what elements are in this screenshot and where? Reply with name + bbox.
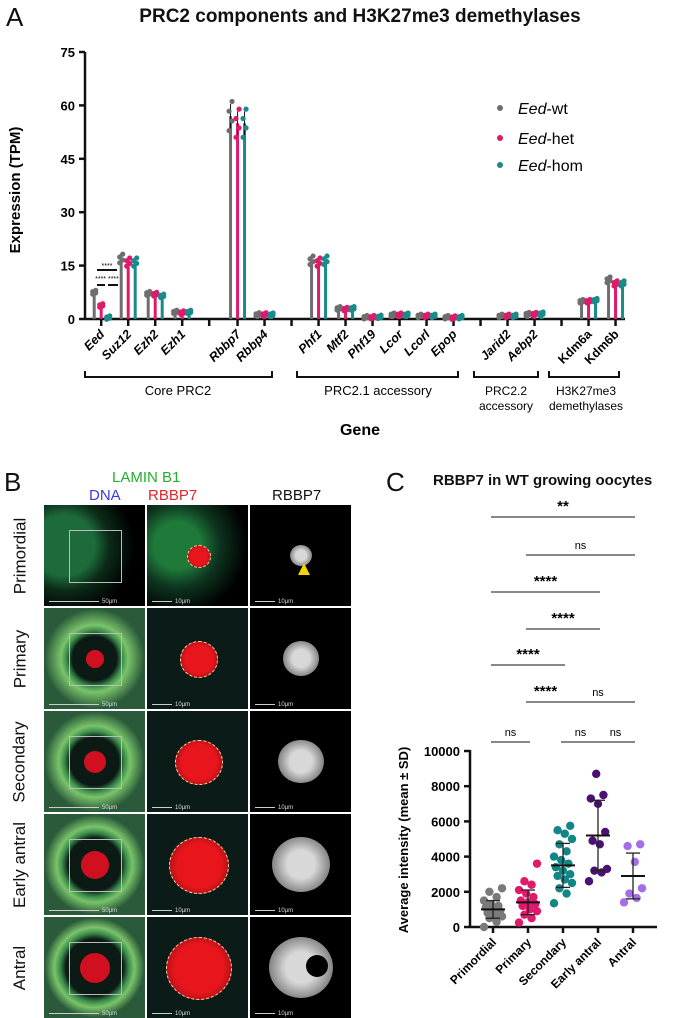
y-ticks: 0 15 30 45 60 75 <box>61 45 85 327</box>
merge-zoom-image: 10µm <box>147 505 248 606</box>
svg-text:****: **** <box>534 573 558 590</box>
row-label-early-antral: Early antral <box>10 821 30 908</box>
svg-text:60: 60 <box>61 98 75 113</box>
panel-c-chart: ** ns **** **** **** **** ns ns ns ns 0 2000 4000 60… <box>396 498 657 991</box>
svg-text:45: 45 <box>61 152 75 167</box>
rbbp7-gray-image: 10µm <box>250 711 351 812</box>
overview-image: 50µm <box>44 608 145 709</box>
svg-text:****: **** <box>516 646 540 663</box>
header-dna: DNA <box>89 487 121 504</box>
svg-text:Antral: Antral <box>605 935 639 969</box>
svg-text:****: **** <box>534 683 558 700</box>
x-tick-phf19: Phf19 <box>345 327 379 361</box>
legend-hom: Eed-hom <box>518 158 583 175</box>
svg-text:ns: ns <box>592 687 604 699</box>
panel-c-title: RBBP7 in WT growing oocytes <box>433 472 653 489</box>
merge-zoom-image: 10µm <box>147 814 248 915</box>
y-axis-label: Average intensity (mean ± SD) <box>396 747 411 934</box>
header-rbbp7-gray: RBBP7 <box>272 487 322 504</box>
header-lamin: LAMIN B1 <box>112 469 181 486</box>
x-axis-label: Gene <box>340 422 380 439</box>
group-brackets <box>84 371 620 378</box>
legend-het: Eed-het <box>518 131 575 148</box>
overview-image: 50µm <box>44 814 145 915</box>
panel-a-title: PRC2 components and H3K27me3 demethylase… <box>139 6 581 27</box>
legend: Eed-wt Eed-het Eed-hom <box>497 101 583 175</box>
svg-text:Primordial: Primordial <box>447 935 499 987</box>
svg-text:4000: 4000 <box>431 850 460 865</box>
group-label-prc21: PRC2.1 accessory <box>324 383 432 398</box>
rbbp7-gray-image: 10µm <box>250 814 351 915</box>
y-axis-label: Expression (TPM) <box>7 127 24 254</box>
x-tick-ezh1: Ezh1 <box>158 327 189 358</box>
overview-image: 50µm <box>44 505 145 606</box>
svg-text:0: 0 <box>453 920 460 935</box>
svg-text:0: 0 <box>68 312 75 327</box>
x-tick-epop: Epop <box>428 327 460 359</box>
svg-text:ns: ns <box>575 727 587 739</box>
x-tick-ezh2: Ezh2 <box>131 327 162 358</box>
svg-text:8000: 8000 <box>431 779 460 794</box>
svg-text:ns: ns <box>610 727 622 739</box>
significance-eed: **** **** **** <box>95 263 119 286</box>
svg-text:6000: 6000 <box>431 814 460 829</box>
svg-text:75: 75 <box>61 45 75 60</box>
svg-text:****: **** <box>102 263 113 270</box>
svg-text:ns: ns <box>505 727 517 739</box>
x-tick-suz12: Suz12 <box>99 327 134 362</box>
panel-c-letter: C <box>386 467 405 497</box>
merge-zoom-image: 10µm <box>147 608 248 709</box>
row-label-primary: Primary <box>10 629 29 688</box>
merge-zoom-image: 10µm <box>147 711 248 812</box>
group-label-core-prc2: Core PRC2 <box>145 383 211 398</box>
arrowhead-icon <box>298 563 310 575</box>
svg-text:30: 30 <box>61 205 75 220</box>
x-tick-lcorl: Lcorl <box>401 327 433 359</box>
row-label-secondary: Secondary <box>10 720 29 803</box>
row-label-primordial: Primordial <box>10 517 29 594</box>
svg-text:**** ****: **** **** <box>95 276 119 283</box>
header-rbbp7-merge: RBBP7 <box>148 487 198 504</box>
data-points <box>479 769 647 933</box>
merge-zoom-image: 10µm <box>147 917 248 1018</box>
rbbp7-gray-image: 10µm <box>250 608 351 709</box>
x-tick-lcor: Lcor <box>377 326 407 356</box>
panel-b-letter: B <box>4 467 22 497</box>
panel-a-chart: Expression (TPM) 0 15 30 45 60 75 EedSuz12Ezh… <box>7 45 627 439</box>
overview-image: 50µm <box>44 711 145 812</box>
x-tick-phf1: Phf1 <box>296 327 325 356</box>
svg-text:10000: 10000 <box>424 744 460 759</box>
svg-text:ns: ns <box>575 540 587 552</box>
svg-text:2000: 2000 <box>431 885 460 900</box>
svg-text:15: 15 <box>61 259 75 274</box>
y-ticks: 0 2000 4000 6000 8000 10000 <box>424 744 470 935</box>
svg-text:**: ** <box>557 498 569 515</box>
overview-image: 50µm <box>44 917 145 1018</box>
panel-a-letter: A <box>6 2 24 32</box>
rbbp7-gray-image: 10µm <box>250 917 351 1018</box>
bars <box>90 98 627 326</box>
row-label-antral: Antral <box>10 945 30 990</box>
legend-wt: Eed-wt <box>518 101 568 118</box>
rbbp7-gray-image: 10µm <box>250 505 351 606</box>
svg-text:****: **** <box>551 610 575 627</box>
comparison-brackets: ** ns **** **** **** **** ns ns ns ns <box>491 498 635 743</box>
